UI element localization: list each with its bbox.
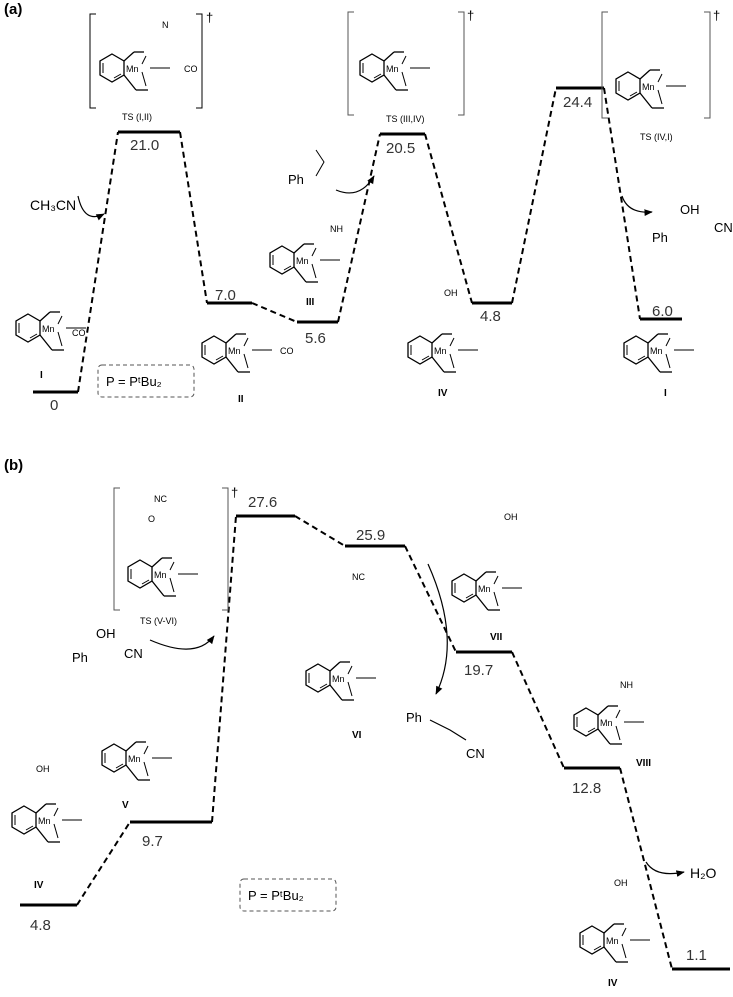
- species-b-viii: VIII: [636, 758, 651, 769]
- energy-a-0: 0: [50, 397, 58, 414]
- ts-label-a3: TS (IV,I): [640, 132, 673, 142]
- product-b-bonds: [429, 719, 467, 741]
- energy-b-iv: 4.8: [30, 917, 51, 934]
- nc-label-ts-b: NC: [154, 494, 167, 504]
- product-a-ph: Ph: [652, 230, 668, 245]
- energy-a-ts3: 24.4: [563, 94, 592, 111]
- mn-label-ts2: Mn: [386, 64, 399, 74]
- mn-label-iv-b-end: Mn: [606, 936, 619, 946]
- mn-label-ii: Mn: [228, 346, 241, 356]
- ts-bracket-b: [113, 487, 229, 611]
- species-b-vi: VI: [352, 730, 362, 741]
- phosphine-note-box-b: [239, 878, 337, 912]
- ts-label-b: TS (V-VI): [140, 616, 177, 626]
- mn-label-viii: Mn: [600, 718, 613, 728]
- ts-bracket-a1: [89, 13, 203, 109]
- energy-b-ts: 27.6: [248, 494, 277, 511]
- arrow-product-a: [621, 195, 653, 216]
- panel-a-levels: [33, 86, 682, 394]
- species-a-i: I: [40, 370, 43, 381]
- nc-label-vi: NC: [352, 572, 365, 582]
- nh-label-iii: NH: [330, 224, 343, 234]
- mn-label-vii: Mn: [478, 584, 491, 594]
- reagent-b-ph: Ph: [72, 650, 88, 665]
- n-label-ts1: N: [162, 20, 169, 30]
- mn-label-iii: Mn: [296, 256, 309, 266]
- benzaldehyde-bonds: [315, 149, 325, 177]
- mn-label-v: Mn: [128, 754, 141, 764]
- oh-label-vii: OH: [504, 512, 518, 522]
- species-a-iii: III: [306, 297, 315, 308]
- product-b-water: H₂O: [690, 865, 717, 881]
- species-a-i-end: I: [664, 388, 667, 399]
- product-b-cn: CN: [466, 746, 485, 761]
- product-a-oh: OH: [680, 202, 700, 217]
- mn-label-iv-a: Mn: [434, 346, 447, 356]
- panel-b-connectors: [76, 515, 673, 970]
- energy-a-iv: 4.8: [480, 308, 501, 325]
- oh-label-iv-a: OH: [444, 288, 458, 298]
- species-a-iv: IV: [438, 388, 448, 399]
- phosphine-note-b: P = PᵗBu₂: [248, 888, 304, 903]
- reagent-ch3cn: CH₃CN: [30, 197, 76, 213]
- energy-a-ii: 7.0: [215, 287, 236, 304]
- mn-label-ts1: Mn: [126, 64, 139, 74]
- arrow-b-cinnamonitrile: [427, 563, 448, 695]
- mn-label-ts3: Mn: [642, 82, 655, 92]
- dagger-b: †: [231, 485, 238, 500]
- mn-label-i-end: Mn: [650, 346, 663, 356]
- oh-label-iv-b-end: OH: [614, 878, 628, 888]
- mn-label-a1: Mn: [42, 324, 55, 334]
- phosphine-note-box-a: [97, 364, 195, 398]
- energy-a-i-end: 6.0: [652, 303, 673, 320]
- energy-b-vii: 19.7: [464, 662, 493, 679]
- dagger-a1: †: [206, 10, 213, 25]
- species-b-iv: IV: [34, 880, 44, 891]
- reagent-b-cn: CN: [124, 646, 143, 661]
- panel-a-label: (a): [4, 1, 22, 18]
- energy-a-ts1: 21.0: [130, 137, 159, 154]
- energy-a-ts2: 20.5: [386, 140, 415, 157]
- panel-a-connectors: [77, 87, 641, 393]
- ts-bracket-a2: [347, 11, 465, 116]
- arrow-b-water: [645, 861, 685, 877]
- energy-b-v: 9.7: [142, 833, 163, 850]
- ts-bracket-a3: [601, 11, 711, 119]
- energy-b-iv-end: 1.1: [686, 947, 707, 964]
- co-label-a1: CO: [72, 328, 86, 338]
- phosphine-note-a: P = PᵗBu₂: [106, 374, 162, 389]
- reagent-benzaldehyde: Ph: [288, 172, 304, 187]
- mn-label-vi: Mn: [332, 674, 345, 684]
- ts-label-a2: TS (III,IV): [386, 114, 425, 124]
- panel-b-label: (b): [4, 457, 23, 474]
- panel-b-levels: [20, 514, 730, 971]
- dagger-a3: †: [713, 8, 720, 23]
- product-a-cn: CN: [714, 220, 733, 235]
- reagent-b-oh: OH: [96, 626, 116, 641]
- arrow-b-reagent-in: [149, 635, 215, 650]
- species-b-v: V: [122, 800, 129, 811]
- ts-label-a1: TS (I,II): [122, 112, 152, 122]
- mn-label-ts-b: Mn: [154, 570, 167, 580]
- oh-label-iv-b: OH: [36, 764, 50, 774]
- species-b-iv-end: IV: [608, 978, 618, 989]
- species-a-ii: II: [238, 394, 244, 405]
- mn-label-iv-b: Mn: [38, 816, 51, 826]
- energy-b-viii: 12.8: [572, 780, 601, 797]
- energy-a-iii: 5.6: [305, 330, 326, 347]
- dagger-a2: †: [467, 8, 474, 23]
- co-label-ii: CO: [280, 346, 294, 356]
- arrow-benzaldehyde: [335, 175, 375, 194]
- o-label-ts-b: O: [148, 514, 155, 524]
- energy-b-vi: 25.9: [356, 527, 385, 544]
- product-b-ph: Ph: [406, 710, 422, 725]
- co-label-ts1: CO: [184, 64, 198, 74]
- species-b-vii: VII: [490, 632, 502, 643]
- nh-label-viii: NH: [620, 680, 633, 690]
- arrow-ch3cn: [77, 195, 105, 221]
